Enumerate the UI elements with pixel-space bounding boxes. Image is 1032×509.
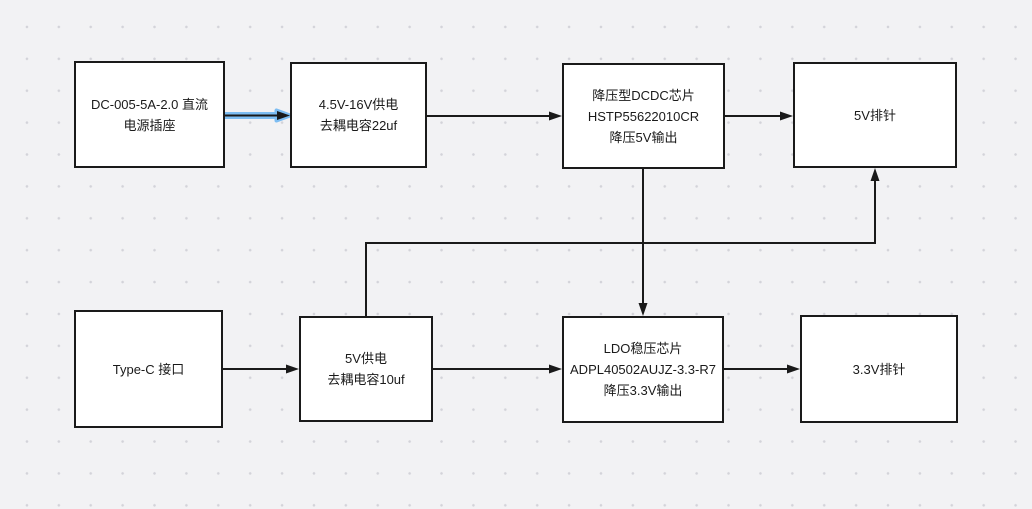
edge-dc-jack-to-cap22[interactable] [225,108,292,123]
node-label-line: 4.5V-16V供电 [318,97,399,112]
node-label-line: Type-C 接口 [112,361,185,377]
node-label-line: 降压5V输出 [609,129,678,145]
node-label-line: 降压3.3V输出 [603,383,683,398]
node-dc-power-jack[interactable]: DC-005-5A-2.0 直流 电源插座 [74,61,225,168]
node-label-line: 5V供电 [345,351,387,366]
node-label-line: 3.3V排针 [852,361,906,377]
node-label-line: 去耦电容22uf [319,118,398,133]
node-decoupling-cap-10uf[interactable]: 5V供电 去耦电容10uf [299,316,433,422]
node-label-line: 电源插座 [123,117,176,133]
node-label-line: HSTP55622010CR [587,108,700,124]
node-label-line: 去耦电容10uf [327,372,405,387]
node-ldo-regulator-chip[interactable]: LDO稳压芯片 ADPL40502AUJZ-3.3-R7 降压3.3V输出 [562,316,724,423]
edge-typec-to-cap10[interactable] [223,364,299,374]
edge-dcdc-to-5v-header[interactable] [725,111,793,121]
edge-cap10-to-5v-header[interactable] [365,168,880,316]
edge-cap22-to-dcdc[interactable] [427,111,562,121]
node-5v-pin-header[interactable]: 5V排针 [793,62,957,168]
node-label-line: LDO稳压芯片 [603,341,683,356]
node-label-line: 降压型DCDC芯片 [592,87,695,103]
node-type-c-port[interactable]: Type-C 接口 [74,310,223,428]
edge-ldo-to-3v3-header[interactable] [724,364,800,374]
node-dcdc-buck-chip[interactable]: 降压型DCDC芯片 HSTP55622010CR 降压5V输出 [562,63,725,169]
node-3v3-pin-header[interactable]: 3.3V排针 [800,315,958,423]
node-label-line: 5V排针 [854,107,896,123]
node-label-line: ADPL40502AUJZ-3.3-R7 [570,362,716,377]
edge-cap10-to-ldo[interactable] [433,364,562,374]
node-label-line: DC-005-5A-2.0 直流 [90,96,209,112]
node-decoupling-cap-22uf[interactable]: 4.5V-16V供电 去耦电容22uf [290,62,427,168]
